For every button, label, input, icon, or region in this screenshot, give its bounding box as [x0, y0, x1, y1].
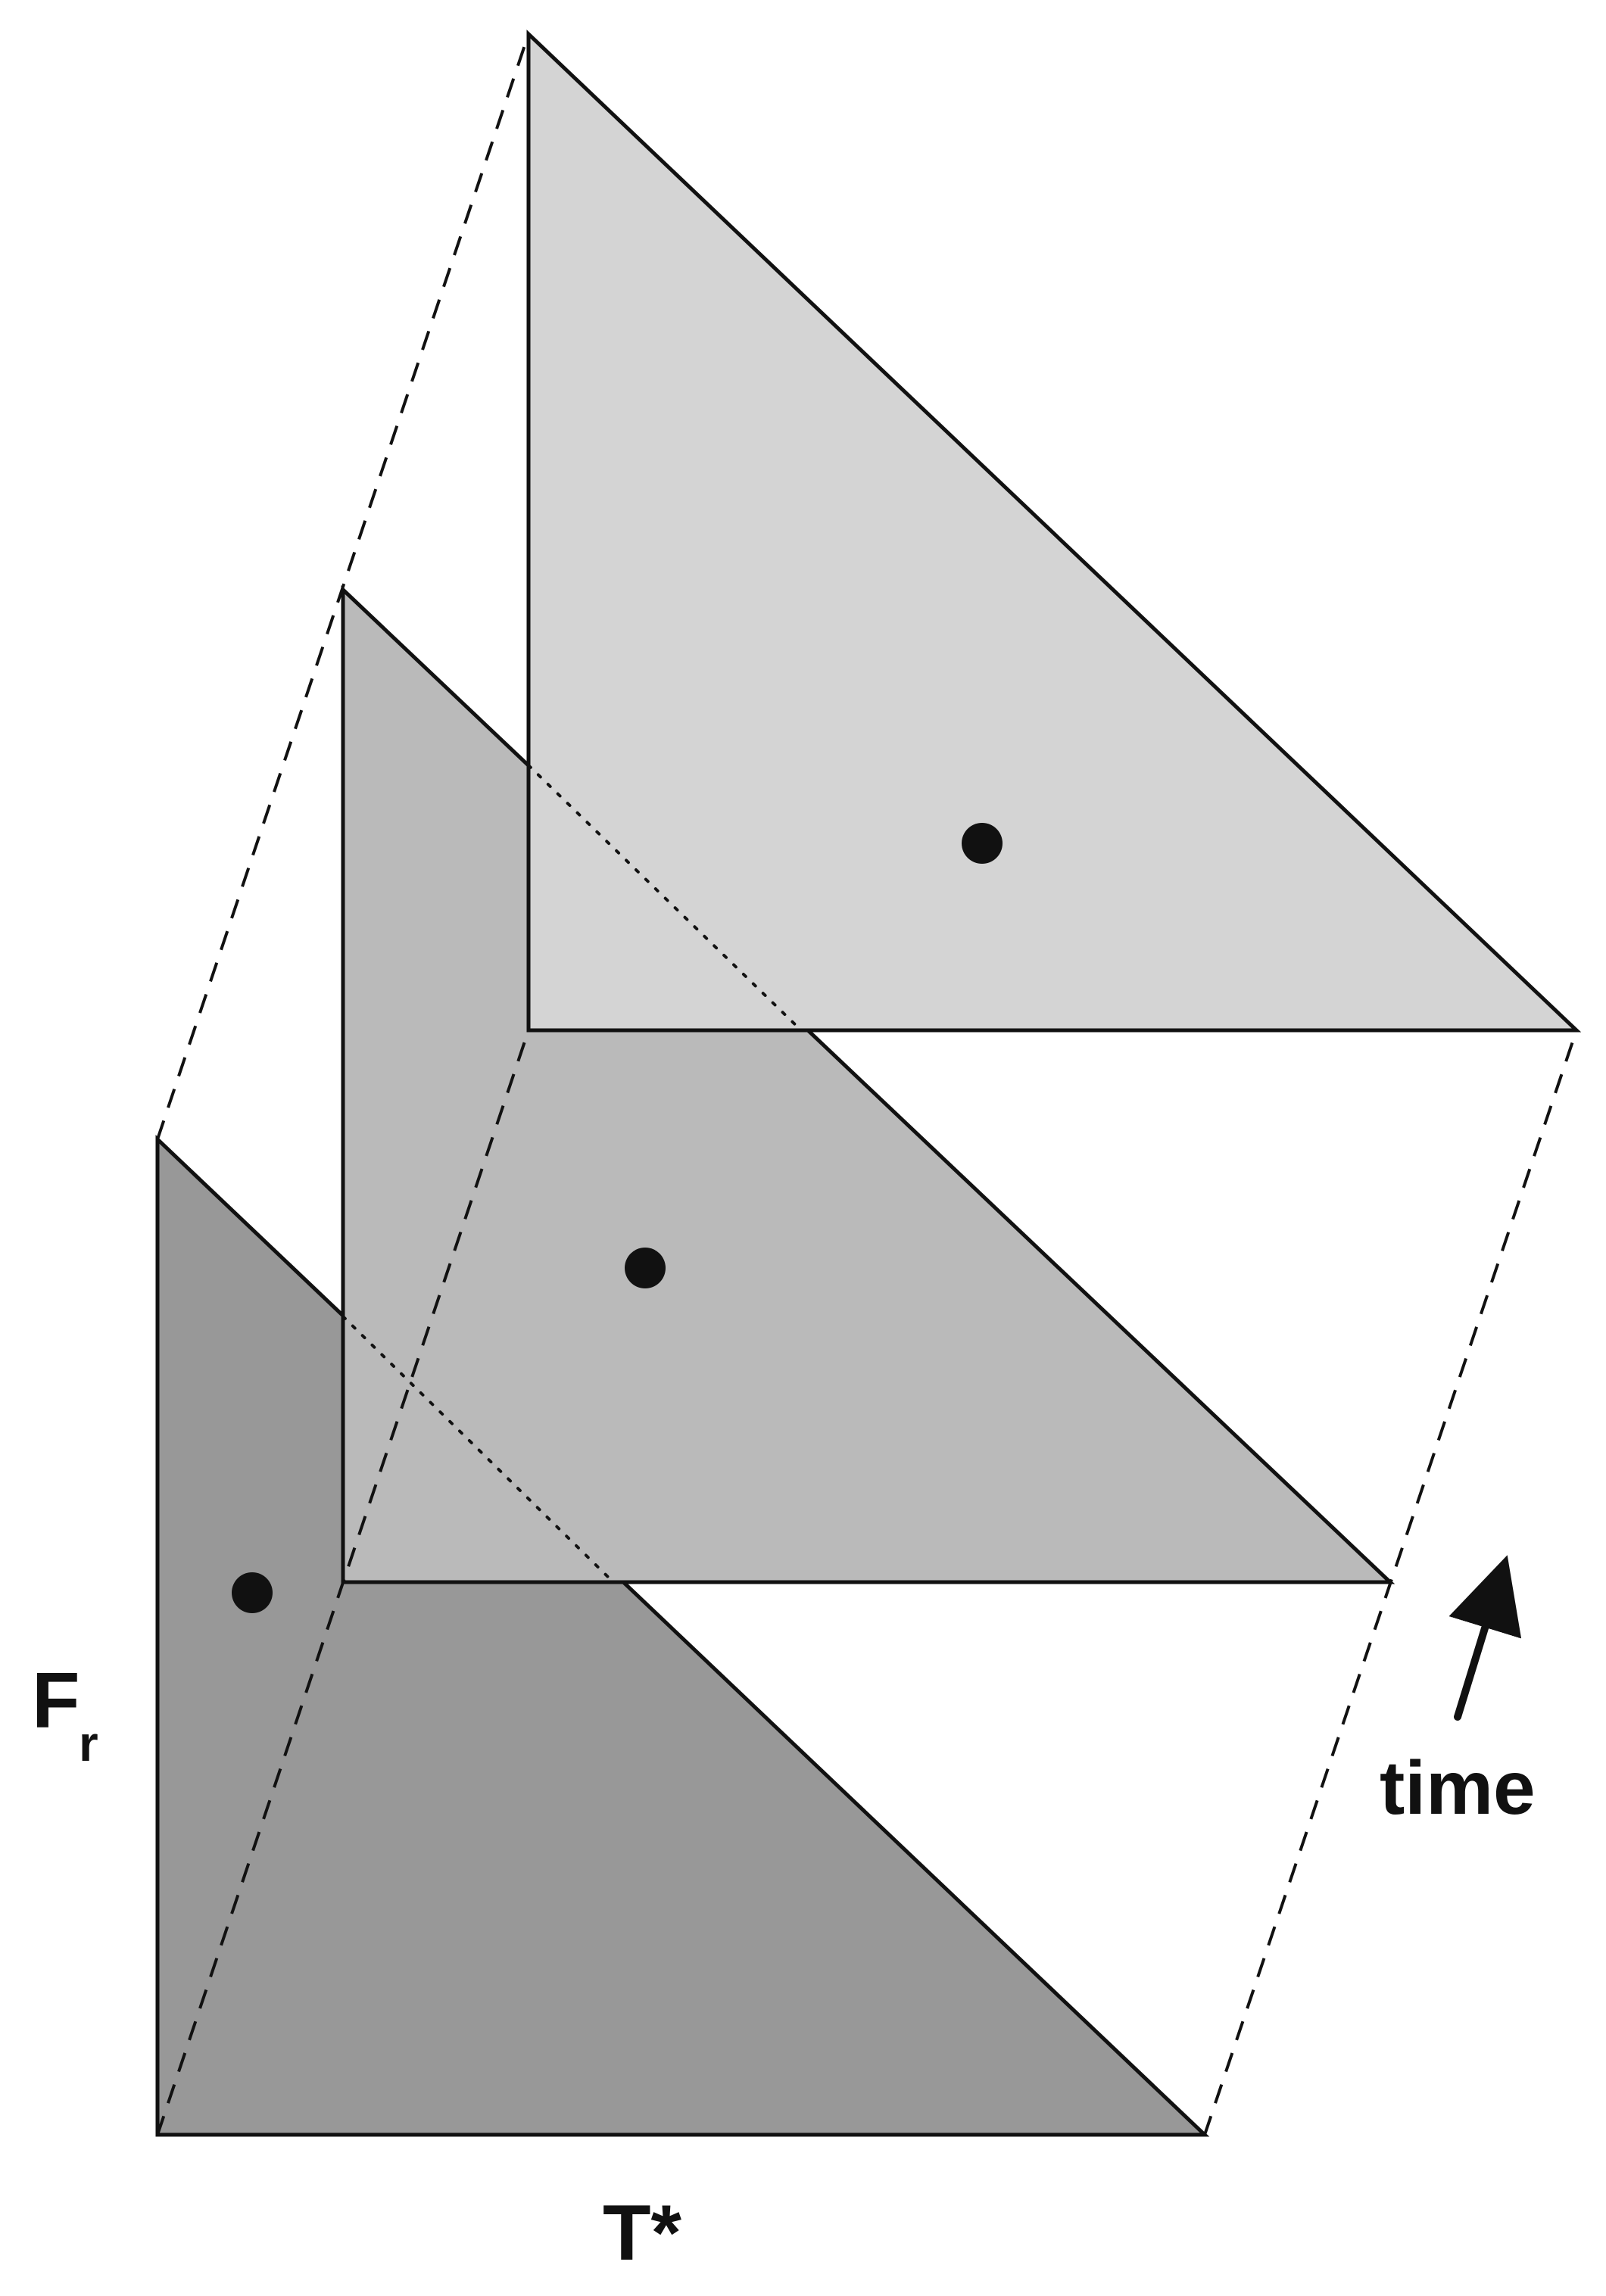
left-top-edge	[156, 33, 530, 1140]
arrow-up-right-icon	[1449, 1555, 1522, 1721]
front-triangle-hidden-hypotenuse	[341, 1315, 615, 1584]
y-axis-symbol: F	[32, 1657, 80, 1745]
time-direction-label: time	[1380, 1746, 1536, 1830]
x-axis-label: T*	[603, 2189, 682, 2277]
front-triangle-marker	[232, 1572, 273, 1613]
middle-triangle-marker	[625, 1248, 666, 1288]
y-axis-label: F r	[32, 1657, 98, 1771]
left-bottom-edge	[156, 1030, 530, 2136]
y-axis-subscript: r	[79, 1715, 98, 1771]
prism-edges	[156, 33, 1578, 2136]
middle-triangle-hidden-hypotenuse	[527, 764, 803, 1032]
back-triangle	[526, 30, 1582, 1033]
right-edge	[1203, 1030, 1578, 2136]
back-triangle-marker	[962, 823, 1003, 864]
back-triangle-group	[526, 30, 1582, 1033]
